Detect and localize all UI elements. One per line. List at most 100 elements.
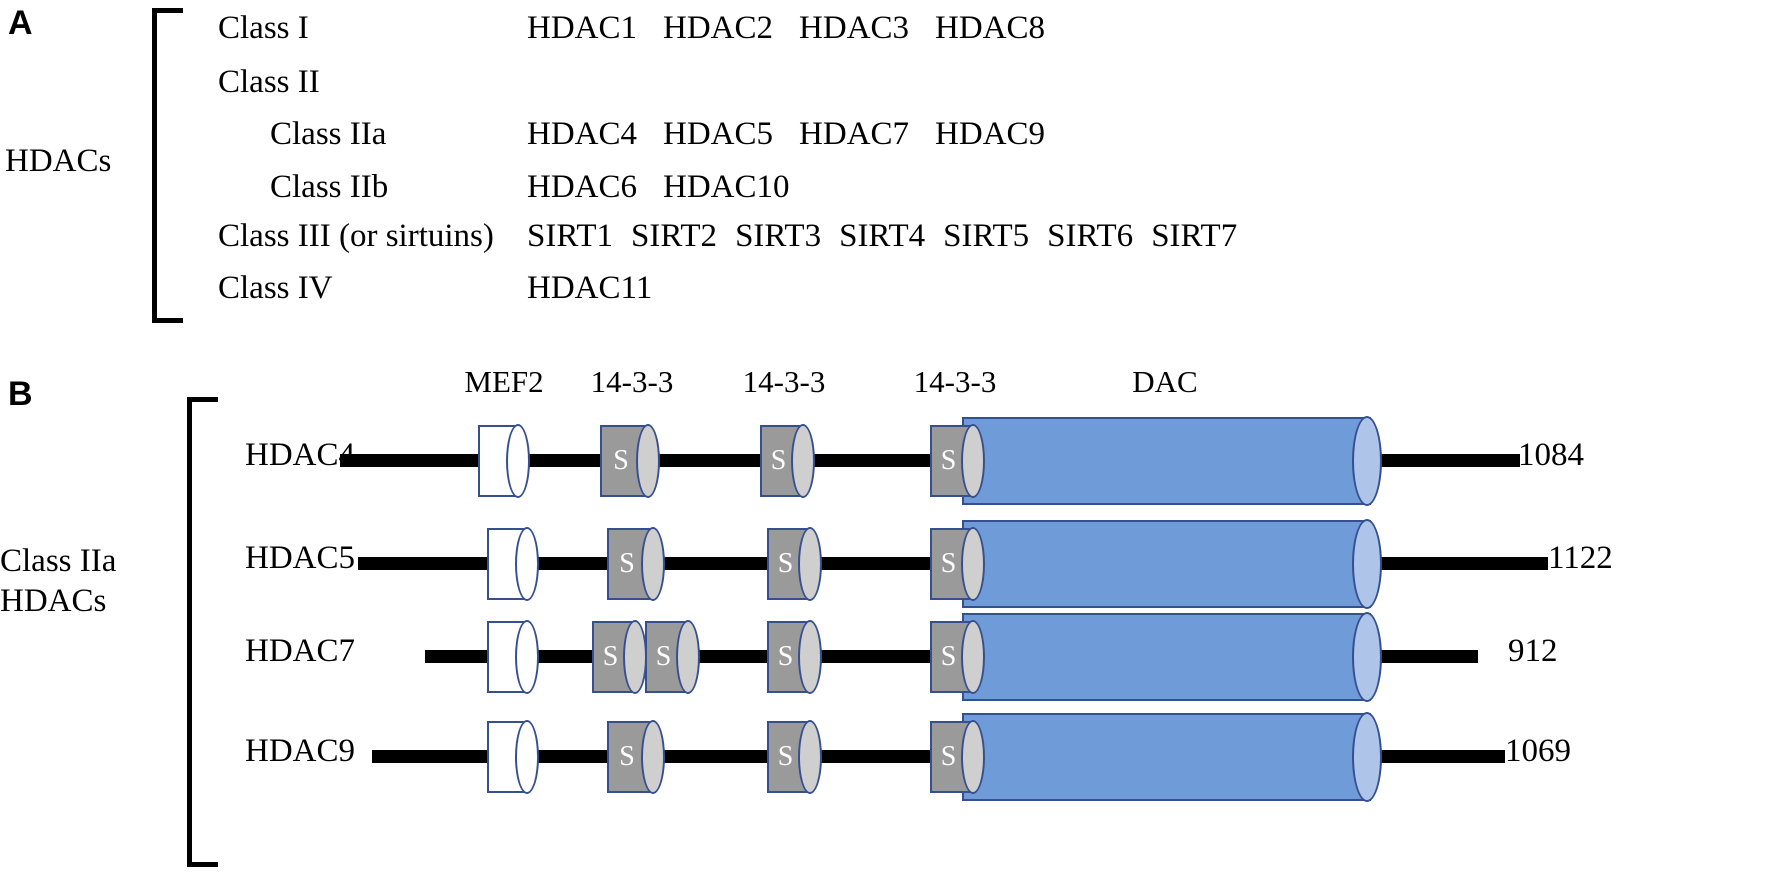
dac-domain [962, 416, 1382, 506]
mef2-binding-domain [478, 424, 530, 498]
member-name: HDAC1 [527, 10, 638, 46]
phosphorylation-site-cylinder: S [592, 620, 647, 694]
mef2-cap [515, 620, 539, 694]
phosphorylation-site-cylinder: S [767, 620, 822, 694]
site-serine-label: S [602, 641, 619, 672]
site-cap [798, 720, 822, 794]
site-cap [961, 720, 985, 794]
class-label: Class IIb [270, 169, 389, 205]
panel-a-row: Class II [0, 62, 1772, 102]
panel-b-letter: B [8, 375, 33, 413]
site-cap [636, 424, 660, 498]
member-name: HDAC5 [663, 116, 774, 152]
mef2-cap [506, 424, 530, 498]
member-name: SIRT6 [1047, 218, 1134, 254]
protein-length: 1069 [1505, 733, 1571, 769]
dac-domain [962, 712, 1382, 802]
member-name: HDAC10 [663, 169, 790, 205]
phosphorylation-site-cylinder: S [930, 527, 985, 601]
panel-b-bracket [187, 397, 218, 867]
member-name: HDAC8 [935, 10, 1046, 46]
dac-cap [1352, 519, 1382, 609]
domain-label: 14-3-3 [913, 364, 997, 399]
protein-row: HDAC7 S S S S 912 [0, 603, 1772, 711]
dac-body [962, 417, 1371, 505]
site-cap [961, 527, 985, 601]
dac-cap [1352, 416, 1382, 506]
site-serine-label: S [655, 641, 672, 672]
phosphorylation-site-cylinder: S [607, 720, 665, 794]
member-name: HDAC7 [799, 116, 910, 152]
dac-domain [962, 612, 1382, 702]
member-name: SIRT2 [631, 218, 718, 254]
site-serine-label: S [940, 445, 957, 476]
member-name: HDAC3 [799, 10, 910, 46]
mef2-cap [515, 720, 539, 794]
site-cap [961, 424, 985, 498]
hdacs-group-label: HDACs [5, 143, 112, 179]
member-name: HDAC2 [663, 10, 774, 46]
site-serine-label: S [770, 445, 787, 476]
site-cap [791, 424, 815, 498]
phosphorylation-site-cylinder: S [645, 620, 700, 694]
site-serine-label: S [619, 741, 635, 772]
phosphorylation-site-cylinder: S [930, 620, 985, 694]
site-serine-label: S [619, 548, 635, 579]
domain-label: 14-3-3 [742, 364, 826, 399]
protein-name: HDAC5 [245, 540, 356, 576]
dac-cap [1352, 612, 1382, 702]
site-cap [641, 720, 665, 794]
dac-body [962, 613, 1371, 701]
phosphorylation-site-cylinder: S [767, 720, 822, 794]
site-cap [798, 527, 822, 601]
mef2-binding-domain [487, 720, 539, 794]
protein-name: HDAC9 [245, 733, 356, 769]
member-list: HDAC6 HDAC10 [527, 167, 790, 207]
phosphorylation-site-cylinder: S [930, 720, 985, 794]
panel-a-row: Class IIb HDAC6 HDAC10 [0, 167, 1772, 207]
site-cap [641, 527, 665, 601]
domain-label: 14-3-3 [590, 364, 674, 399]
mef2-binding-domain [487, 620, 539, 694]
panel-a-letter: A [8, 4, 33, 42]
site-serine-label: S [940, 741, 957, 772]
site-cap [798, 620, 822, 694]
phosphorylation-site-cylinder: S [607, 527, 665, 601]
member-name: SIRT1 [527, 218, 614, 254]
class-label: Class III (or sirtuins) [218, 218, 494, 254]
member-name: HDAC6 [527, 169, 638, 205]
site-cap [676, 620, 700, 694]
site-serine-label: S [777, 741, 794, 772]
class-label: Class II [218, 64, 320, 100]
protein-length: 1084 [1518, 437, 1584, 473]
member-name: HDAC11 [527, 270, 653, 306]
domain-label-row: MEF2 14-3-3 14-3-3 14-3-3 DAC [0, 355, 1772, 401]
site-serine-label: S [940, 548, 957, 579]
mef2-cap [515, 527, 539, 601]
site-serine-label: S [777, 641, 794, 672]
protein-name: HDAC7 [245, 633, 356, 669]
phosphorylation-site-cylinder: S [760, 424, 815, 498]
domain-label: MEF2 [464, 364, 544, 399]
member-name: SIRT7 [1151, 218, 1238, 254]
site-serine-label: S [777, 548, 794, 579]
protein-name: HDAC4 [245, 437, 356, 473]
protein-length: 912 [1508, 633, 1558, 669]
dac-domain [962, 519, 1382, 609]
dac-body [962, 713, 1371, 801]
domain-label: DAC [1132, 364, 1198, 399]
member-name: SIRT4 [839, 218, 926, 254]
class-iia-group-label: Class IIa HDACs [0, 541, 116, 621]
protein-row: HDAC9 S S S 1069 [0, 703, 1772, 811]
member-name: SIRT3 [735, 218, 822, 254]
site-cap [623, 620, 647, 694]
class-label: Class IV [218, 270, 333, 306]
class-iia-label-line1: Class IIa [0, 543, 117, 579]
